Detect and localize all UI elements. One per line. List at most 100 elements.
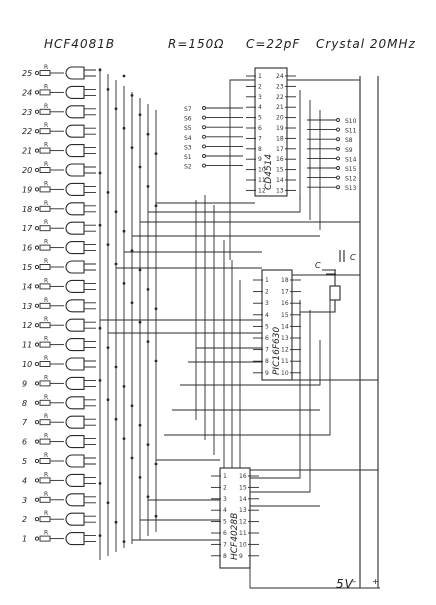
pin-number: 22 xyxy=(276,94,284,101)
pin-number: 7 xyxy=(258,135,262,142)
gate-input-wires xyxy=(84,438,96,446)
pin-number: 8 xyxy=(223,553,227,560)
switch-terminal xyxy=(336,127,340,132)
led-terminal xyxy=(34,497,40,502)
pin-number: 6 xyxy=(223,530,227,537)
gate-row: 6R xyxy=(22,433,96,449)
capacitor-symbol-1 xyxy=(339,250,345,262)
resistor-symbol xyxy=(39,167,51,173)
gate-row: 21R xyxy=(22,142,96,158)
crystal-circuit: C C xyxy=(300,250,356,313)
gate-input-wires xyxy=(84,205,96,213)
resistor-mark: R xyxy=(44,452,48,459)
pin-number: 18 xyxy=(281,277,289,284)
switch-label-left: S3 xyxy=(184,144,192,151)
junction-dot xyxy=(130,249,134,253)
trace xyxy=(180,340,321,386)
pin-number: 12 xyxy=(258,187,266,194)
and-gate-symbol xyxy=(65,85,85,99)
row-number-label: 1 xyxy=(22,535,27,544)
and-gate-symbol xyxy=(65,182,85,196)
and-gate-symbol xyxy=(65,357,85,371)
switch-terminal xyxy=(336,156,340,161)
switch-label-left: S4 xyxy=(184,135,192,142)
pin-number: 19 xyxy=(276,125,284,132)
switch-terminal xyxy=(336,175,340,180)
row-number-label: 5 xyxy=(22,457,27,466)
row-number-label: 9 xyxy=(22,379,27,388)
resistor-mark: R xyxy=(44,219,48,226)
capacitor-value-label: C=22pF xyxy=(246,37,300,51)
led-terminal xyxy=(34,148,40,153)
and-gate-symbol xyxy=(65,493,85,507)
decoder-bottom-name: HCF4028B xyxy=(230,513,240,560)
and-gate-symbol xyxy=(65,396,85,410)
resistor-mark: R xyxy=(44,491,48,498)
junction-dot xyxy=(106,243,110,247)
trace xyxy=(249,560,300,589)
resistor-value-label: R=150Ω xyxy=(168,37,224,51)
pin-number: 1 xyxy=(258,73,262,80)
pin-number: 4 xyxy=(265,312,269,319)
gate-row: 17R xyxy=(22,219,96,235)
pin-number: 16 xyxy=(281,300,289,307)
led-terminal xyxy=(34,70,40,76)
pin-number: 12 xyxy=(281,347,289,354)
resistor-mark: R xyxy=(44,258,48,265)
power-label: 5V xyxy=(336,577,354,591)
junction-dot xyxy=(106,501,110,505)
junction-dot xyxy=(98,223,102,227)
row-number-label: 18 xyxy=(22,205,32,214)
pin-number: 9 xyxy=(258,156,262,163)
switch-label-left: S7 xyxy=(184,106,192,113)
resistor-mark: R xyxy=(44,433,48,440)
mcu-name: PIC16F630 xyxy=(272,327,282,375)
pin-number: 6 xyxy=(258,125,262,132)
switch-terminal xyxy=(336,185,340,190)
and-gate-symbol xyxy=(65,279,85,293)
pin-number: 2 xyxy=(265,289,269,296)
junction-dot xyxy=(114,417,118,421)
switch-label-right: S10 xyxy=(345,118,357,125)
led-terminal xyxy=(34,439,40,444)
gate-input-wires xyxy=(84,302,96,310)
junction-dot xyxy=(122,540,126,543)
pin-number: 9 xyxy=(239,553,243,560)
row-number-label: 6 xyxy=(22,438,27,447)
switch-terminal xyxy=(202,134,206,139)
gate-input-wires xyxy=(84,418,96,426)
pin-number: 15 xyxy=(281,312,289,319)
pin-number: 11 xyxy=(258,177,266,184)
resistor-mark: R xyxy=(44,103,48,110)
pin-number: 7 xyxy=(265,347,269,354)
junction-dot xyxy=(114,107,118,111)
gate-row: 23 R xyxy=(22,103,96,119)
resistor-symbol xyxy=(39,419,51,426)
gate-row: 22R xyxy=(22,122,96,138)
and-gate-symbol xyxy=(65,376,85,390)
pin-number: 13 xyxy=(239,507,247,514)
and-gate-symbol xyxy=(65,221,85,235)
gate-row: 3R xyxy=(22,491,96,507)
led-terminal xyxy=(34,478,40,483)
led-terminal xyxy=(34,206,40,211)
junction-dot xyxy=(122,437,126,440)
gate-input-wires xyxy=(84,244,96,252)
trace xyxy=(148,196,301,213)
pin-number: 16 xyxy=(276,156,284,163)
junction-dot xyxy=(106,398,110,402)
junction-dot xyxy=(130,301,134,305)
gate-row: 5R xyxy=(22,452,96,468)
pin-number: 20 xyxy=(276,115,284,122)
resistor-symbol xyxy=(39,205,51,212)
pin-number: 14 xyxy=(239,496,247,503)
plus-label: + xyxy=(372,577,379,586)
gate-input-wires xyxy=(84,496,96,504)
row-number-label: 23 xyxy=(22,108,32,117)
switch-terminal xyxy=(336,166,340,170)
row-number-label: 19 xyxy=(22,185,32,194)
row-number-label: 25 xyxy=(22,69,32,78)
resistor-symbol xyxy=(39,89,51,96)
switch-label-left: S6 xyxy=(184,116,192,123)
